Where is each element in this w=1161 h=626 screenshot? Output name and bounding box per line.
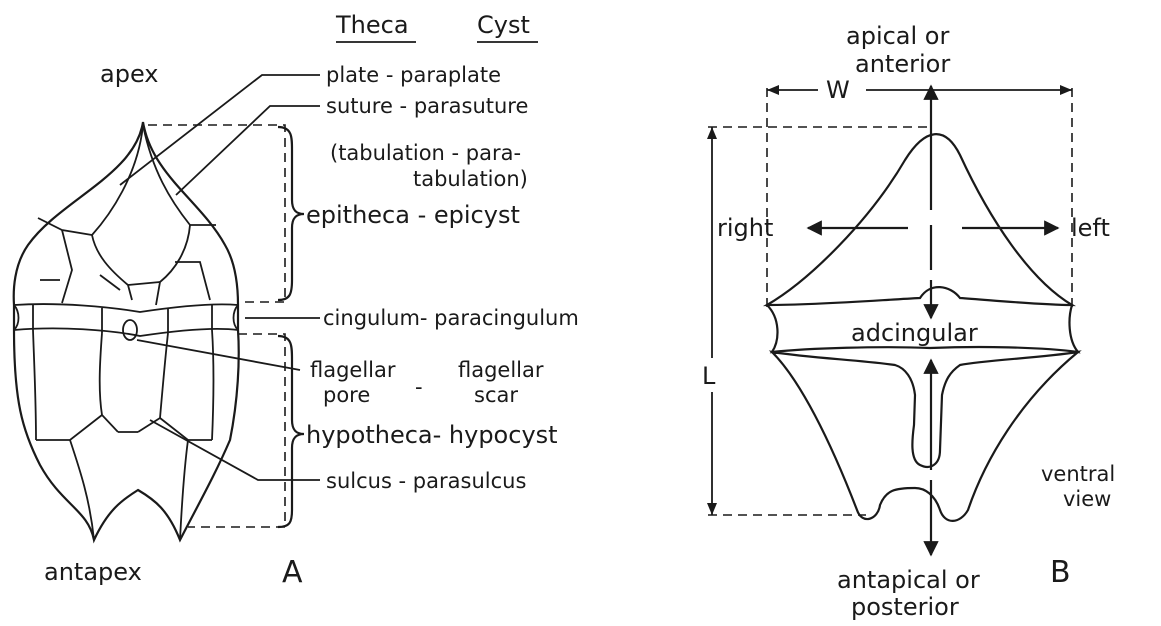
antapical-label-line2: posterior [851, 593, 959, 621]
theca-header: Theca [335, 11, 409, 39]
width-arrow-right [1060, 85, 1072, 95]
epitheca-sutures [38, 125, 216, 305]
hypotheca-sutures [33, 330, 214, 540]
width-arrow-left [767, 85, 779, 95]
panel-a-letter: A [282, 555, 303, 590]
cyst-header: Cyst [477, 11, 530, 39]
tabulation-label-line2: tabulation) [413, 167, 528, 191]
panel-b: W L apical or anterior right left adcing… [702, 22, 1115, 621]
epicyst-outline [767, 134, 1072, 305]
pore-label: pore [323, 383, 370, 407]
antapex-label: antapex [44, 558, 142, 586]
length-arrow-bottom [707, 503, 717, 515]
panel-a: Theca Cyst apex antapex plate - paraplat… [14, 11, 579, 590]
cingulum-label: cingulum- paracingulum [323, 306, 579, 330]
hypotheca-curly-brace [278, 336, 304, 527]
tabulation-label-line1: (tabulation - para- [330, 141, 521, 165]
pore-scar-dash: - [415, 375, 423, 399]
flagellar-label-theca: flagellar [310, 358, 396, 382]
scar-label: scar [474, 383, 518, 407]
cingulum-upper-line [14, 304, 238, 312]
hypotheca-label: hypotheca- hypocyst [306, 421, 558, 449]
suture-label: suture - parasuture [326, 94, 528, 118]
antapical-label-line1: antapical or [837, 566, 980, 594]
sulcus-label: sulcus - parasulcus [326, 469, 526, 493]
apex-label: apex [100, 60, 159, 88]
ventral-label-line1: ventral [1041, 462, 1115, 486]
cingulum-lower-line [14, 328, 238, 336]
apical-label-line2: anterior [855, 50, 950, 78]
hypocyst-outline [772, 352, 1078, 521]
width-symbol: W [826, 76, 850, 104]
length-symbol: L [702, 362, 716, 390]
length-arrow-top [707, 127, 717, 139]
panel-b-letter: B [1050, 555, 1071, 590]
flagellar-pore [123, 320, 137, 340]
plate-label: plate - paraplate [326, 63, 501, 87]
left-label: left [1071, 214, 1110, 242]
ventral-label-line2: view [1063, 487, 1111, 511]
epitheca-bracket [148, 125, 285, 302]
flagellar-label-cyst: flagellar [458, 358, 544, 382]
right-label: right [717, 214, 773, 242]
epitheca-label: epitheca - epicyst [306, 201, 520, 229]
epitheca-curly-brace [278, 127, 304, 300]
apical-label-line1: apical or [846, 22, 949, 50]
adcingular-label: adcingular [851, 319, 978, 347]
